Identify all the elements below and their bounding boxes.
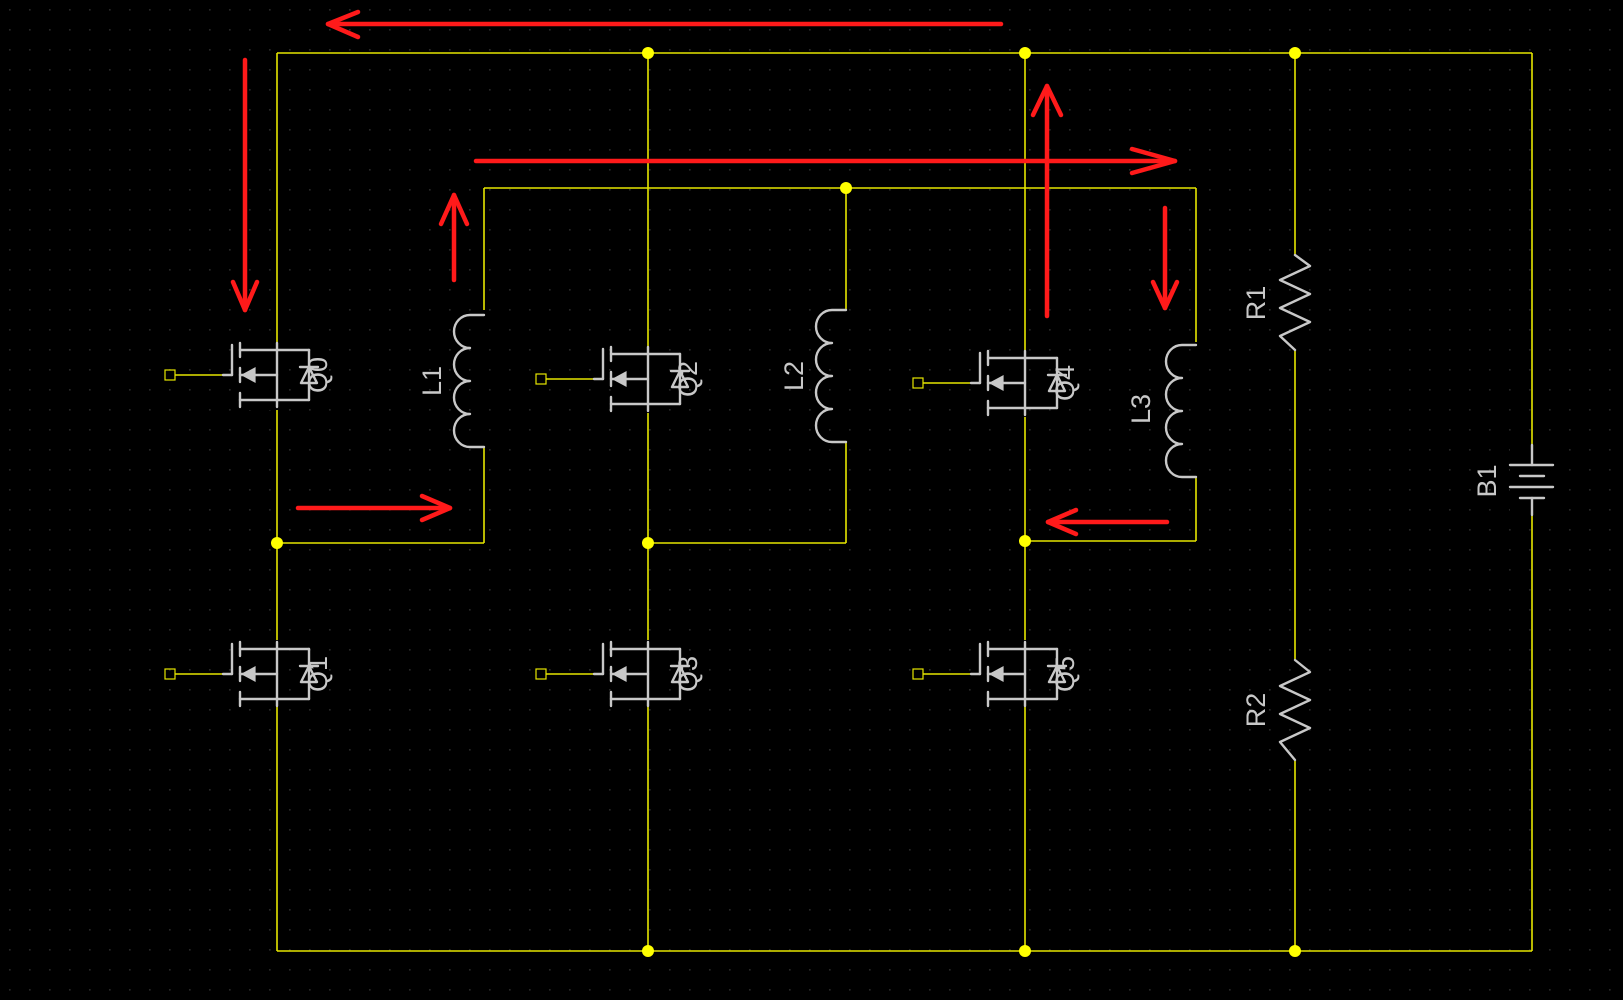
mosfet-q0-label: Q0	[303, 357, 333, 393]
inductor-l2-label: L2	[779, 361, 809, 391]
mosfet-q4[interactable]: Q4	[911, 349, 1080, 417]
inductor-l1[interactable]: L1	[417, 313, 486, 449]
resistor-r2-label: R2	[1241, 693, 1271, 728]
mosfet-q5-label: Q5	[1050, 656, 1080, 692]
arrow-q4-up	[1030, 83, 1064, 319]
mosfet-q3-label: Q3	[673, 656, 703, 692]
inductor-l2[interactable]: L2	[779, 308, 848, 444]
arrow-l3-return-left	[1045, 507, 1170, 537]
resistor-r2[interactable]: R2	[1241, 658, 1312, 762]
battery-b1-label: B1	[1472, 464, 1502, 497]
mosfet-q4-label: Q4	[1050, 365, 1080, 401]
mosfet-q1[interactable]: Q1	[163, 640, 333, 708]
inductor-l3-label: L3	[1126, 394, 1156, 424]
mosfet-q5[interactable]: Q5	[911, 640, 1080, 708]
arrow-l1-up	[438, 192, 470, 283]
arrow-q0-down	[230, 57, 260, 313]
current-flow-arrows	[230, 9, 1180, 537]
resistor-r1-label: R1	[1241, 286, 1271, 321]
resistor-r1[interactable]: R1	[1241, 253, 1312, 352]
inductor-l3[interactable]: L3	[1126, 343, 1198, 479]
junction-dots	[271, 47, 1301, 957]
mosfet-q2-label: Q2	[673, 361, 703, 397]
inductor-l1-label: L1	[417, 366, 447, 396]
mosfet-q2[interactable]: Q2	[534, 345, 703, 413]
mosfet-q0[interactable]: Q0	[163, 341, 333, 410]
battery-b1[interactable]: B1	[1472, 443, 1560, 517]
mosfet-q3[interactable]: Q3	[534, 640, 703, 708]
mosfet-q1-label: Q1	[303, 656, 333, 692]
arrow-common-node-right	[473, 146, 1178, 176]
arrow-top-rail-left	[325, 9, 1004, 40]
arrow-l1-right	[295, 493, 453, 523]
arrow-l3-down	[1150, 205, 1180, 311]
